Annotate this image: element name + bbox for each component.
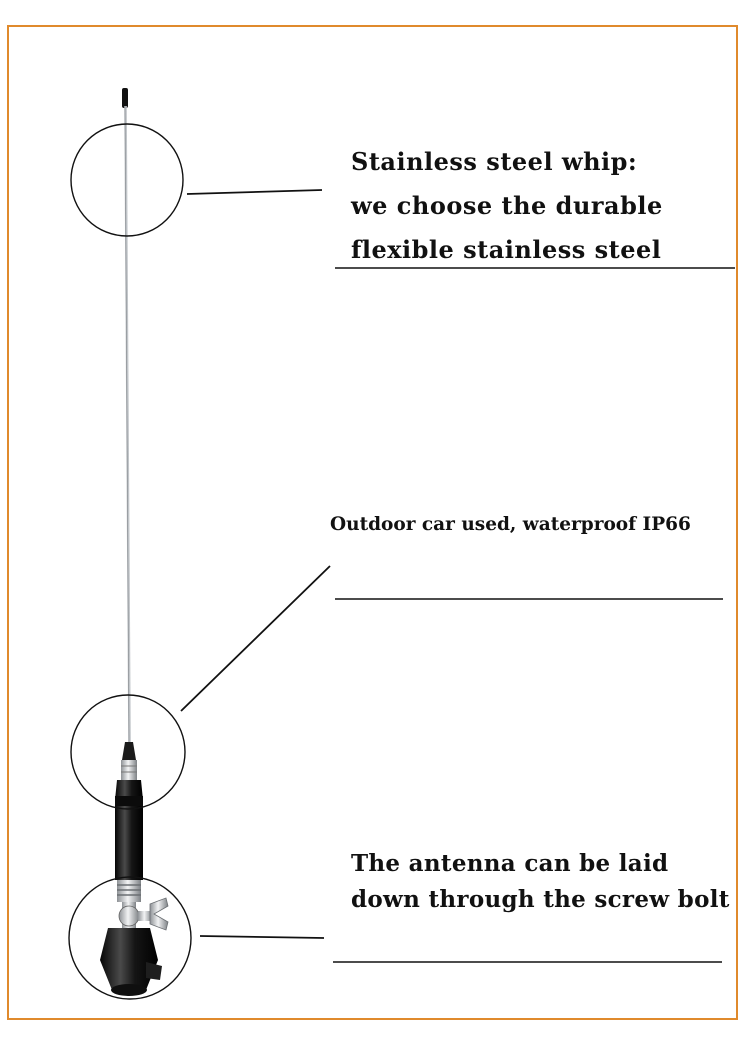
caption-line: we choose the durable bbox=[351, 191, 663, 220]
caption-line: flexible stainless steel bbox=[351, 235, 662, 264]
leader-line-ferrule bbox=[180, 565, 331, 712]
leader-line-bolt bbox=[199, 935, 325, 939]
callout-circle-whip bbox=[70, 123, 184, 237]
page-frame bbox=[7, 25, 738, 1020]
leader-line-whip bbox=[186, 189, 323, 195]
caption-screw-bolt: The antenna can be laid down through the… bbox=[351, 846, 730, 918]
antenna-body bbox=[115, 780, 143, 880]
stainless-whip bbox=[124, 105, 131, 743]
callout-circle-bolt bbox=[68, 876, 192, 1000]
swivel-spring bbox=[117, 880, 141, 928]
caption-stainless-whip: Stainless steel whip: we choose the dura… bbox=[351, 140, 663, 272]
wing-screw-bolt bbox=[138, 897, 169, 931]
caption-line: Stainless steel whip: bbox=[351, 147, 638, 176]
whip-ferrule bbox=[121, 742, 137, 780]
caption-line: The antenna can be laid bbox=[351, 850, 669, 877]
caption-line: Outdoor car used, waterproof IP66 bbox=[330, 514, 691, 535]
whip-tip bbox=[122, 88, 128, 108]
caption-waterproof: Outdoor car used, waterproof IP66 bbox=[330, 511, 691, 539]
mount-base bbox=[100, 928, 162, 996]
callout-circle-ferrule bbox=[70, 694, 186, 810]
caption-line: down through the screw bolt bbox=[351, 886, 730, 913]
